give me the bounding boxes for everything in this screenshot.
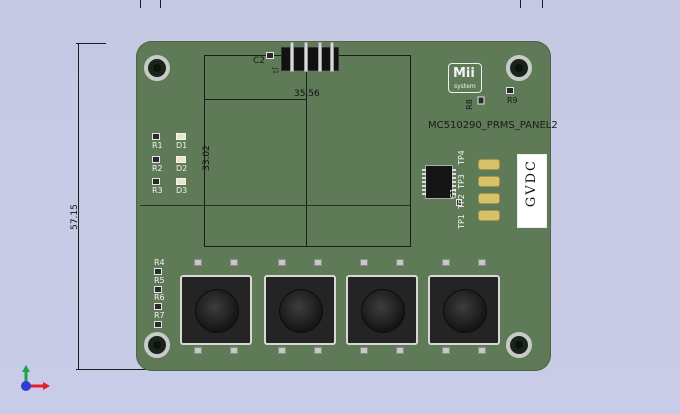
header-pin	[318, 42, 322, 72]
label-r8: R8	[464, 99, 474, 110]
test-point-tp4[interactable]	[478, 159, 500, 170]
label-r6: R6	[154, 293, 165, 302]
resistor-r6[interactable]	[154, 303, 162, 310]
resistor-r9[interactable]	[506, 87, 514, 94]
resistor-r8[interactable]	[477, 96, 485, 105]
push-button-3[interactable]	[346, 259, 418, 354]
mounting-hole	[144, 332, 170, 358]
mounting-hole	[506, 332, 532, 358]
resistor-r5[interactable]	[154, 286, 162, 293]
resistor-r3[interactable]	[152, 178, 160, 185]
display-outline	[204, 55, 411, 247]
header-pin	[290, 42, 294, 72]
display-center-line	[306, 55, 307, 247]
label-tp1: TP1	[456, 214, 466, 229]
dimension-extension-line	[542, 0, 543, 8]
axis-triad-icon	[18, 364, 54, 400]
label-j1: J1	[271, 67, 280, 75]
pcb-board[interactable]: 35.56 33.02 C2 J1 Mii system R8 R9 MC510…	[136, 41, 558, 371]
label-r4: R4	[154, 258, 165, 267]
label-r7: R7	[154, 311, 165, 320]
gvdc-label-box: GVDC	[517, 154, 547, 228]
dimension-extension-line	[76, 369, 176, 370]
test-point-tp1[interactable]	[478, 210, 500, 221]
push-button-4[interactable]	[428, 259, 500, 354]
dimension-line-vertical	[78, 43, 79, 370]
label-r3: R3	[152, 186, 163, 195]
led-d2[interactable]	[176, 156, 186, 163]
label-d2: D2	[176, 164, 188, 173]
mounting-hole	[506, 55, 532, 81]
resistor-r4[interactable]	[154, 268, 162, 275]
led-d3[interactable]	[176, 178, 186, 185]
dimension-extension-line	[520, 0, 521, 8]
label-c2: C2	[253, 56, 266, 66]
label-r2: R2	[152, 164, 163, 173]
mounting-hole	[144, 55, 170, 81]
resistor-r1[interactable]	[152, 133, 160, 140]
label-tp4: TP4	[456, 150, 466, 165]
courtyard-line	[140, 205, 410, 206]
pin-header-j1[interactable]	[281, 42, 339, 72]
label-tp3: TP3	[456, 174, 466, 189]
label-tp2: TP2	[456, 194, 466, 209]
header-pin	[304, 42, 308, 72]
header-pin	[330, 42, 334, 72]
button-cap	[195, 289, 239, 333]
push-button-2[interactable]	[264, 259, 336, 354]
label-r9: R9	[507, 96, 518, 105]
button-cap	[279, 289, 323, 333]
label-d1: D1	[176, 141, 188, 150]
mii-logo: Mii system	[448, 63, 482, 93]
label-r5: R5	[154, 276, 165, 285]
ic-chip[interactable]	[422, 165, 456, 199]
dimension-extension-line	[140, 0, 141, 8]
resistor-r7[interactable]	[154, 321, 162, 328]
capacitor-c2[interactable]	[266, 52, 274, 59]
axis-triad-svg	[21, 365, 50, 391]
led-d1[interactable]	[176, 133, 186, 140]
dimension-line-horizontal	[204, 99, 307, 100]
push-button-1[interactable]	[180, 259, 252, 354]
axis-z	[21, 381, 31, 391]
label-d3: D3	[176, 186, 188, 195]
dimension-extension-line	[76, 43, 106, 44]
dimension-label-vertical-inner: 33.02	[201, 145, 212, 171]
button-cap	[361, 289, 405, 333]
test-point-tp2[interactable]	[478, 193, 500, 204]
board-title: MC510290_PRMS_PANEL2	[428, 120, 558, 131]
label-r1: R1	[152, 141, 163, 150]
dimension-label-vertical-outer: 57.15	[69, 204, 80, 230]
button-cap	[443, 289, 487, 333]
resistor-r2[interactable]	[152, 156, 160, 163]
dimension-extension-line	[160, 0, 161, 8]
test-point-tp3[interactable]	[478, 176, 500, 187]
dimension-label-horizontal: 35.56	[294, 89, 320, 99]
capacitor-c1[interactable]	[456, 199, 462, 206]
